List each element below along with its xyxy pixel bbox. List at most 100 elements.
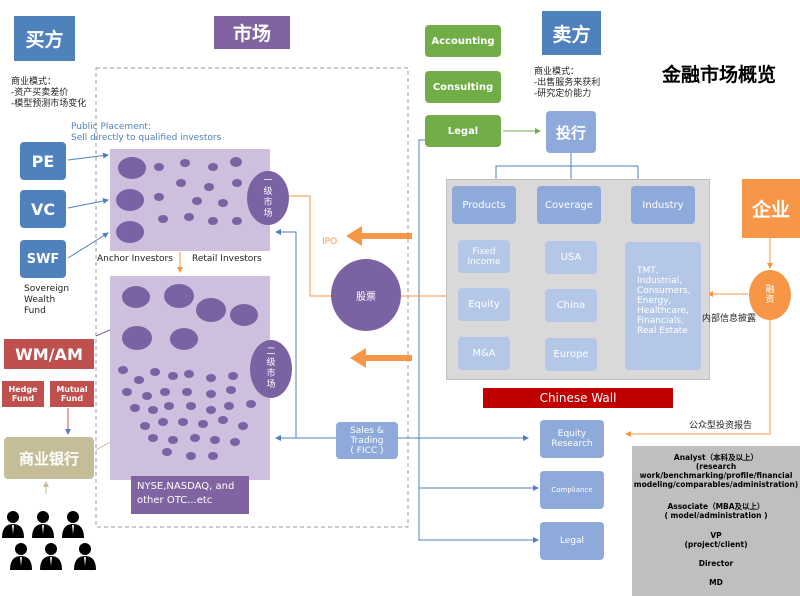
pe-box[interactable]: PE (20, 142, 66, 180)
products-box[interactable]: Products (452, 186, 516, 224)
sell-side-header: 卖方 (542, 11, 601, 55)
swf-caption: Sovereign Wealth Fund (24, 284, 69, 317)
industry-line: Energy, (637, 296, 672, 306)
disclosure-label: 内部信息披露 (702, 314, 757, 324)
investor-dot (208, 217, 218, 225)
investor-dot (210, 436, 220, 444)
analyst-desc: (research (695, 462, 737, 471)
md-title: MD (709, 578, 723, 587)
equity-research-box[interactable]: Equity Research (540, 420, 604, 458)
usa-box[interactable]: USA (545, 241, 597, 274)
legal-box[interactable]: Legal (425, 115, 501, 147)
person-icon (10, 543, 32, 570)
investor-dot (122, 286, 150, 308)
investor-dot (122, 388, 132, 396)
swf-box[interactable]: SWF (20, 240, 66, 278)
investor-dot (226, 386, 236, 394)
placement-note: Public Placement: Sell directly to quali… (71, 122, 221, 144)
accounting-box[interactable]: Accounting (425, 25, 501, 57)
exchanges-box[interactable]: NYSE,NASDAQ, and other OTC...etc (131, 476, 249, 514)
financing-circle[interactable]: 融 资 (749, 270, 791, 320)
investor-dot (168, 436, 178, 444)
wm-am-box[interactable]: WM/AM (4, 339, 94, 369)
industry-box[interactable]: Industry (631, 186, 695, 224)
retail-investors-label: Retail Investors (192, 254, 262, 264)
associate-desc: ( model/administration ) (664, 511, 768, 520)
investor-dot (164, 284, 194, 308)
sell-model-line: -出售服务来获利 (534, 78, 601, 88)
investor-dot (238, 422, 248, 430)
industry-line: Financials, (637, 316, 684, 326)
exchanges-line: NYSE,NASDAQ, and (137, 481, 235, 492)
investor-dot (206, 374, 216, 382)
investor-dot (130, 404, 140, 412)
investor-dot (148, 434, 158, 442)
mutual-fund-box[interactable]: Mutual Fund (50, 381, 94, 407)
investor-dot (162, 448, 172, 456)
person-icon (40, 543, 62, 570)
financing-char: 资 (765, 295, 775, 305)
secondary-market-char: 市 (266, 369, 276, 379)
buy-model-title: 商业模式： (11, 77, 57, 87)
director-title: Director (698, 559, 734, 568)
fixed-income-box[interactable]: Fixed Income (458, 240, 510, 273)
equity-box[interactable]: Equity (458, 288, 510, 321)
legal-bottom-box[interactable]: Legal (540, 522, 604, 560)
career-ladder-panel: Analyst（本科及以上） (research work/benchmarki… (632, 446, 800, 596)
hedge-fund-box[interactable]: Hedge Fund (2, 381, 44, 407)
investor-dot (218, 199, 228, 207)
sales-trading-box[interactable]: Sales & Trading ( FICC ) (336, 422, 398, 459)
china-box[interactable]: China (545, 289, 597, 322)
analyst-desc: modeling/comparables/administration) (633, 480, 799, 489)
investor-dot (192, 197, 202, 205)
investor-dot (178, 418, 188, 426)
placement-note-line: Public Placement: (71, 122, 151, 132)
investor-dot (206, 406, 216, 414)
person-icon (2, 511, 24, 538)
buy-side-header: 买方 (14, 16, 75, 61)
investor-dot (160, 388, 170, 396)
coverage-box[interactable]: Coverage (537, 186, 601, 224)
investment-bank-box[interactable]: 投行 (546, 111, 596, 153)
commercial-bank-box[interactable]: 商业银行 (4, 437, 94, 479)
ma-box[interactable]: M&A (458, 337, 510, 370)
primary-market-char: 场 (263, 209, 273, 219)
swf-caption-line: Wealth (24, 295, 56, 305)
investor-dot (150, 368, 160, 376)
public-report-label: 公众型投资报告 (689, 421, 753, 431)
consulting-box[interactable]: Consulting (425, 71, 501, 103)
investor-dot (232, 217, 242, 225)
investor-dot (184, 370, 194, 378)
industry-line: Healthcare, (637, 306, 689, 316)
investor-dot (118, 157, 146, 179)
stock-circle[interactable]: 股票 (331, 259, 401, 331)
industries-box[interactable]: TMT, Industrial, Consumers, Energy, Heal… (625, 242, 701, 370)
sales-trading-line: ( FICC ) (350, 445, 384, 456)
hedge-fund-label: Hedge (8, 385, 38, 394)
buy-model-line: -资产买卖差价 (11, 88, 69, 98)
vp-desc: (project/client) (684, 540, 748, 549)
primary-market-area (110, 149, 270, 251)
sell-model-title: 商业模式： (534, 67, 580, 77)
vp-title: VP (710, 531, 722, 540)
equity-research-line: Equity (557, 429, 587, 439)
investor-dot (228, 372, 238, 380)
primary-market-char: 一 (263, 176, 273, 186)
europe-box[interactable]: Europe (545, 338, 597, 371)
exchanges-line: other OTC...etc (137, 495, 213, 506)
investor-dot (208, 163, 218, 171)
investor-dot (142, 392, 152, 400)
compliance-box[interactable]: Compliance (540, 471, 604, 509)
investor-dot (140, 422, 150, 430)
investor-dot (224, 402, 234, 410)
page-title: 金融市场概览 (662, 64, 777, 86)
investor-dot (148, 406, 158, 414)
vc-box[interactable]: VC (20, 190, 66, 228)
sales-trading-line: Trading (350, 435, 384, 446)
investor-dot (116, 221, 144, 243)
associate-title: Associate（MBA及以上） (667, 502, 765, 511)
primary-market-label: 一 级 市 场 (247, 171, 289, 225)
enterprise-box[interactable]: 企业 (742, 179, 800, 238)
investor-dot (158, 418, 168, 426)
investor-dot (154, 163, 164, 171)
